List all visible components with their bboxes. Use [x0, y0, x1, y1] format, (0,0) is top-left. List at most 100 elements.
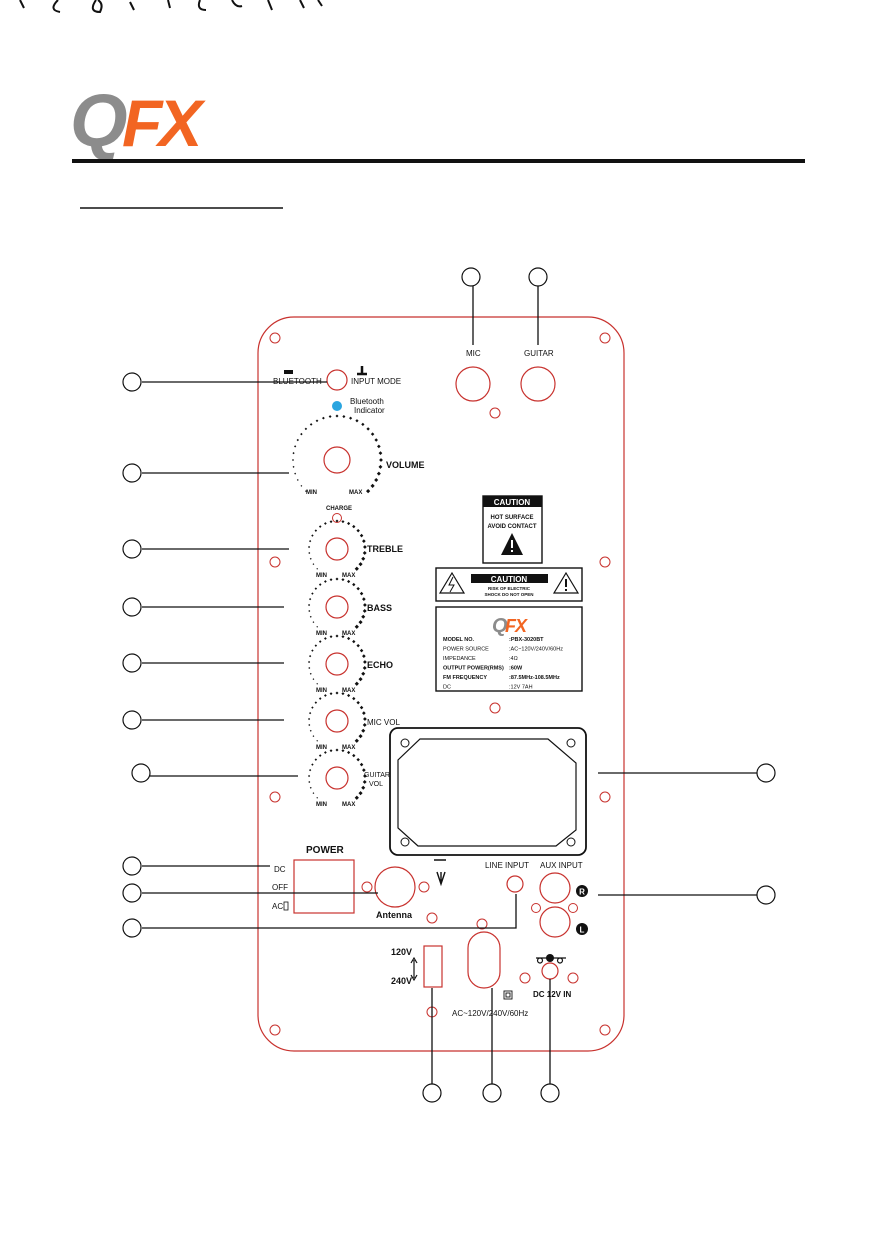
- mic-vol-knob-assembly: MIN MAX: [307, 691, 367, 751]
- ac-power-socket[interactable]: [467, 931, 501, 989]
- scale-dot: [323, 694, 327, 697]
- power-ac-label: AC: [272, 902, 283, 911]
- scale-dot: [347, 521, 351, 526]
- scale-dot: [323, 637, 327, 640]
- scale-dot: [341, 520, 345, 524]
- scale-dot: [358, 620, 363, 625]
- scale-dot: [370, 483, 375, 488]
- scale-dot: [316, 739, 319, 742]
- antenna-symbol-icon: [434, 859, 446, 887]
- scale-dot: [361, 422, 365, 427]
- scale-dot: [318, 525, 322, 528]
- aux-l-badge: [576, 923, 588, 935]
- spec-key: DC: [443, 685, 451, 691]
- caution-hot-surface-sticker: CAUTION HOT SURFACE AVOID CONTACT: [482, 495, 543, 564]
- scale-dot: [328, 415, 332, 418]
- scale-dot: [341, 692, 345, 696]
- scale-dot: [358, 562, 363, 567]
- scale-dot: [349, 416, 353, 420]
- scale-dot: [308, 666, 311, 670]
- scale-dot: [296, 479, 299, 481]
- volume-label: VOLUME: [386, 460, 425, 470]
- bluetooth-indicator-led: [332, 401, 342, 411]
- scale-dot: [358, 791, 363, 796]
- bass-knob[interactable]: [325, 595, 349, 619]
- guitar-jack[interactable]: [520, 366, 556, 402]
- scale-dot: [362, 654, 366, 658]
- max-label: MAX: [349, 490, 362, 496]
- dc-12v-jack[interactable]: [541, 962, 559, 980]
- dc-in-label: DC 12V IN: [533, 990, 571, 999]
- scale-dot: [376, 471, 381, 476]
- scale-dot: [370, 432, 375, 436]
- scale-dot: [363, 545, 367, 549]
- line-input-label: LINE INPUT: [485, 861, 529, 870]
- scale-dot: [354, 738, 359, 743]
- scale-dot: [352, 696, 356, 701]
- spec-value: :AC~120V/240V/60Hz: [509, 647, 563, 653]
- callout-markers: [122, 267, 776, 1103]
- scale-dot: [316, 625, 319, 628]
- scale-dot: [307, 717, 311, 721]
- guitar-vol-knob[interactable]: [325, 766, 349, 790]
- scale-dot: [309, 557, 312, 560]
- scale-dot: [362, 711, 366, 715]
- scale-dot: [359, 648, 364, 653]
- scale-dot: [323, 522, 327, 525]
- aux-r-jack[interactable]: [539, 872, 571, 904]
- scale-dot: [318, 583, 322, 586]
- scale-dot: [308, 551, 311, 555]
- scale-dot: [335, 634, 339, 638]
- volume-knob[interactable]: [323, 446, 351, 474]
- scale-dot: [352, 524, 356, 529]
- min-label: MIN: [316, 573, 327, 579]
- amplifier-module: [389, 727, 587, 856]
- scale-dot: [374, 438, 378, 442]
- min-label: MIN: [316, 745, 327, 751]
- echo-knob[interactable]: [325, 652, 349, 676]
- max-label: MAX: [342, 688, 355, 694]
- scale-dot: [318, 754, 322, 757]
- scale-dot: [318, 640, 322, 643]
- scale-dot: [335, 577, 339, 581]
- voltage-selector-switch[interactable]: [423, 945, 443, 988]
- spec-key: MODEL NO.: [443, 637, 475, 643]
- min-label: MIN: [316, 688, 327, 694]
- scale-dot: [296, 438, 299, 442]
- scale-dot: [377, 444, 381, 449]
- scale-dot: [308, 711, 312, 715]
- scale-dot: [354, 795, 359, 800]
- scale-dot: [329, 749, 333, 753]
- min-label: MIN: [316, 802, 327, 808]
- mic-jack[interactable]: [455, 366, 491, 402]
- scale-dot: [307, 603, 311, 607]
- scale-dot: [342, 415, 346, 419]
- scale-dot: [365, 488, 371, 494]
- caution-shock-sticker: CAUTION RISK OF ELECTRIC SHOCK DO NOT OP…: [435, 567, 583, 602]
- scale-dot: [291, 458, 295, 462]
- scale-dot: [359, 705, 364, 710]
- scale-dot: [300, 484, 303, 487]
- logo-q: Q: [70, 79, 127, 162]
- scale-dot: [329, 692, 333, 696]
- scale-dot: [362, 609, 367, 613]
- scale-dot: [308, 609, 311, 613]
- echo-knob-assembly: MIN MAX: [307, 634, 367, 694]
- spec-value: :4Ω: [509, 656, 518, 662]
- spec-logo-fx: FX: [505, 616, 528, 636]
- input-mode-switch[interactable]: [326, 369, 348, 391]
- treble-knob[interactable]: [325, 537, 349, 561]
- treble-label: TREBLE: [367, 544, 403, 554]
- scale-dot: [354, 624, 359, 629]
- spec-value: :12V 7AH: [509, 685, 533, 691]
- power-switch[interactable]: [293, 859, 355, 914]
- scale-dot: [305, 490, 307, 492]
- line-input-jack[interactable]: [506, 875, 524, 893]
- scale-dot: [363, 660, 367, 664]
- antenna-jack[interactable]: [374, 866, 416, 908]
- mic-vol-knob[interactable]: [325, 709, 349, 733]
- aux-r-badge: [576, 885, 588, 897]
- scale-dot: [314, 529, 318, 532]
- scale-dot: [307, 774, 311, 778]
- aux-l-jack[interactable]: [539, 906, 571, 938]
